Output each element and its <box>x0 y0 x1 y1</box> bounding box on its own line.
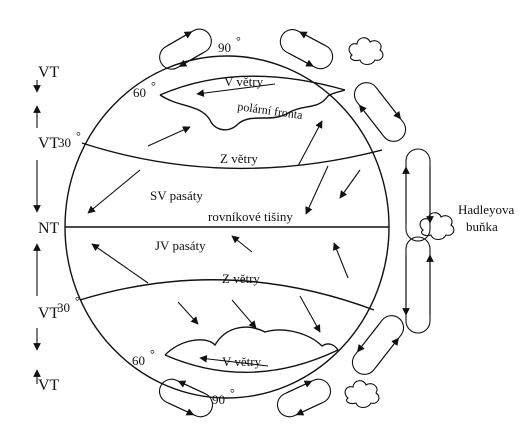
zone-label-north-polar-winds: V větry <box>224 74 264 89</box>
cell-ferrel-north <box>353 82 407 142</box>
wind-arrow-westerly-s3 <box>299 295 321 333</box>
zone-label-doldrums: rovníkové tišiny <box>208 209 293 224</box>
cell-hadley-north <box>402 148 434 242</box>
circulation-cells <box>158 28 434 418</box>
zone-label-south-westerlies: Z větry <box>222 271 260 286</box>
wind-arrow-se-trade-3 <box>332 242 349 279</box>
cloud-south-icon <box>344 380 380 409</box>
latitude-labels: 90 ° 60 ° 30 ° 30 ° 60 ° 90 ° <box>57 34 241 407</box>
parallel-30n <box>81 142 383 170</box>
lat-30-south-label: 30 <box>57 300 70 315</box>
hadley-cell-label: Hadleyova buňka <box>458 202 515 234</box>
wind-arrow-se-trade-1 <box>91 243 149 284</box>
zone-label-north-westerlies: Z větry <box>220 151 258 166</box>
lat-90-south-degree: ° <box>230 386 235 400</box>
wind-arrow-polar-east-north <box>196 83 276 97</box>
lat-90-south-label: 90 <box>212 392 225 407</box>
hadley-label-line1: Hadleyova <box>458 202 515 217</box>
lat-90-north-degree: ° <box>236 34 241 48</box>
pressure-label-vt-south-30: VT <box>38 305 60 322</box>
wind-arrow-westerly-n2 <box>297 120 323 167</box>
zone-labels: V větry polární fronta Z větry SV pasáty… <box>150 74 304 369</box>
lat-60-south-label: 60 <box>132 353 145 368</box>
zone-label-ne-trades: SV pasáty <box>150 188 203 203</box>
wind-arrow-se-trade-2 <box>231 235 253 253</box>
hadley-label-line2: buňka <box>466 219 498 234</box>
cell-ferrel-south <box>351 315 405 375</box>
lat-30-south-degree: ° <box>75 294 80 308</box>
lat-90-north-label: 90 <box>218 40 231 55</box>
wind-arrow-westerly-s2 <box>231 299 257 329</box>
zone-label-se-trades: JV pasáty <box>155 238 206 253</box>
polar-front-north <box>159 89 346 131</box>
pressure-label-vt-north-30: VT <box>38 135 60 152</box>
wind-arrow-ne-trade-3 <box>339 169 361 199</box>
cloud-north-icon <box>348 37 384 66</box>
wind-arrow-ne-trade-2 <box>305 165 329 215</box>
pressure-scale: VT VT NT VT VT <box>33 64 60 394</box>
lat-60-north-degree: ° <box>151 79 156 93</box>
cell-polar-south-right <box>276 378 332 418</box>
globe <box>64 55 390 399</box>
lat-60-south-degree: ° <box>150 347 155 361</box>
wind-arrows <box>87 83 361 367</box>
lat-60-north-label: 60 <box>133 85 146 100</box>
parallel-60s <box>164 349 339 373</box>
cell-polar-south-left <box>158 378 214 418</box>
cell-polar-north-left <box>159 28 212 70</box>
parallel-30s <box>79 279 375 311</box>
cell-polar-north-right <box>279 29 334 70</box>
wind-arrow-westerly-s1 <box>177 301 199 325</box>
clouds <box>344 37 455 409</box>
wind-arrow-ne-trade-1 <box>87 169 141 214</box>
zone-label-south-polar-winds: V větry <box>222 354 262 369</box>
cloud-equator-icon <box>419 212 455 241</box>
lat-30-north-degree: ° <box>76 129 81 143</box>
pressure-label-nt-equator: NT <box>38 220 60 237</box>
parallel-60n <box>159 75 346 96</box>
wind-arrow-westerly-n1 <box>147 126 191 147</box>
wind-arrow-polar-east-south <box>199 354 269 367</box>
cell-hadley-south <box>402 236 434 334</box>
pressure-label-vt-north-pole: VT <box>38 64 60 81</box>
pressure-label-vt-south-pole: VT <box>38 377 60 394</box>
lat-30-north-label: 30 <box>58 135 71 150</box>
polar-front-south <box>164 326 339 356</box>
